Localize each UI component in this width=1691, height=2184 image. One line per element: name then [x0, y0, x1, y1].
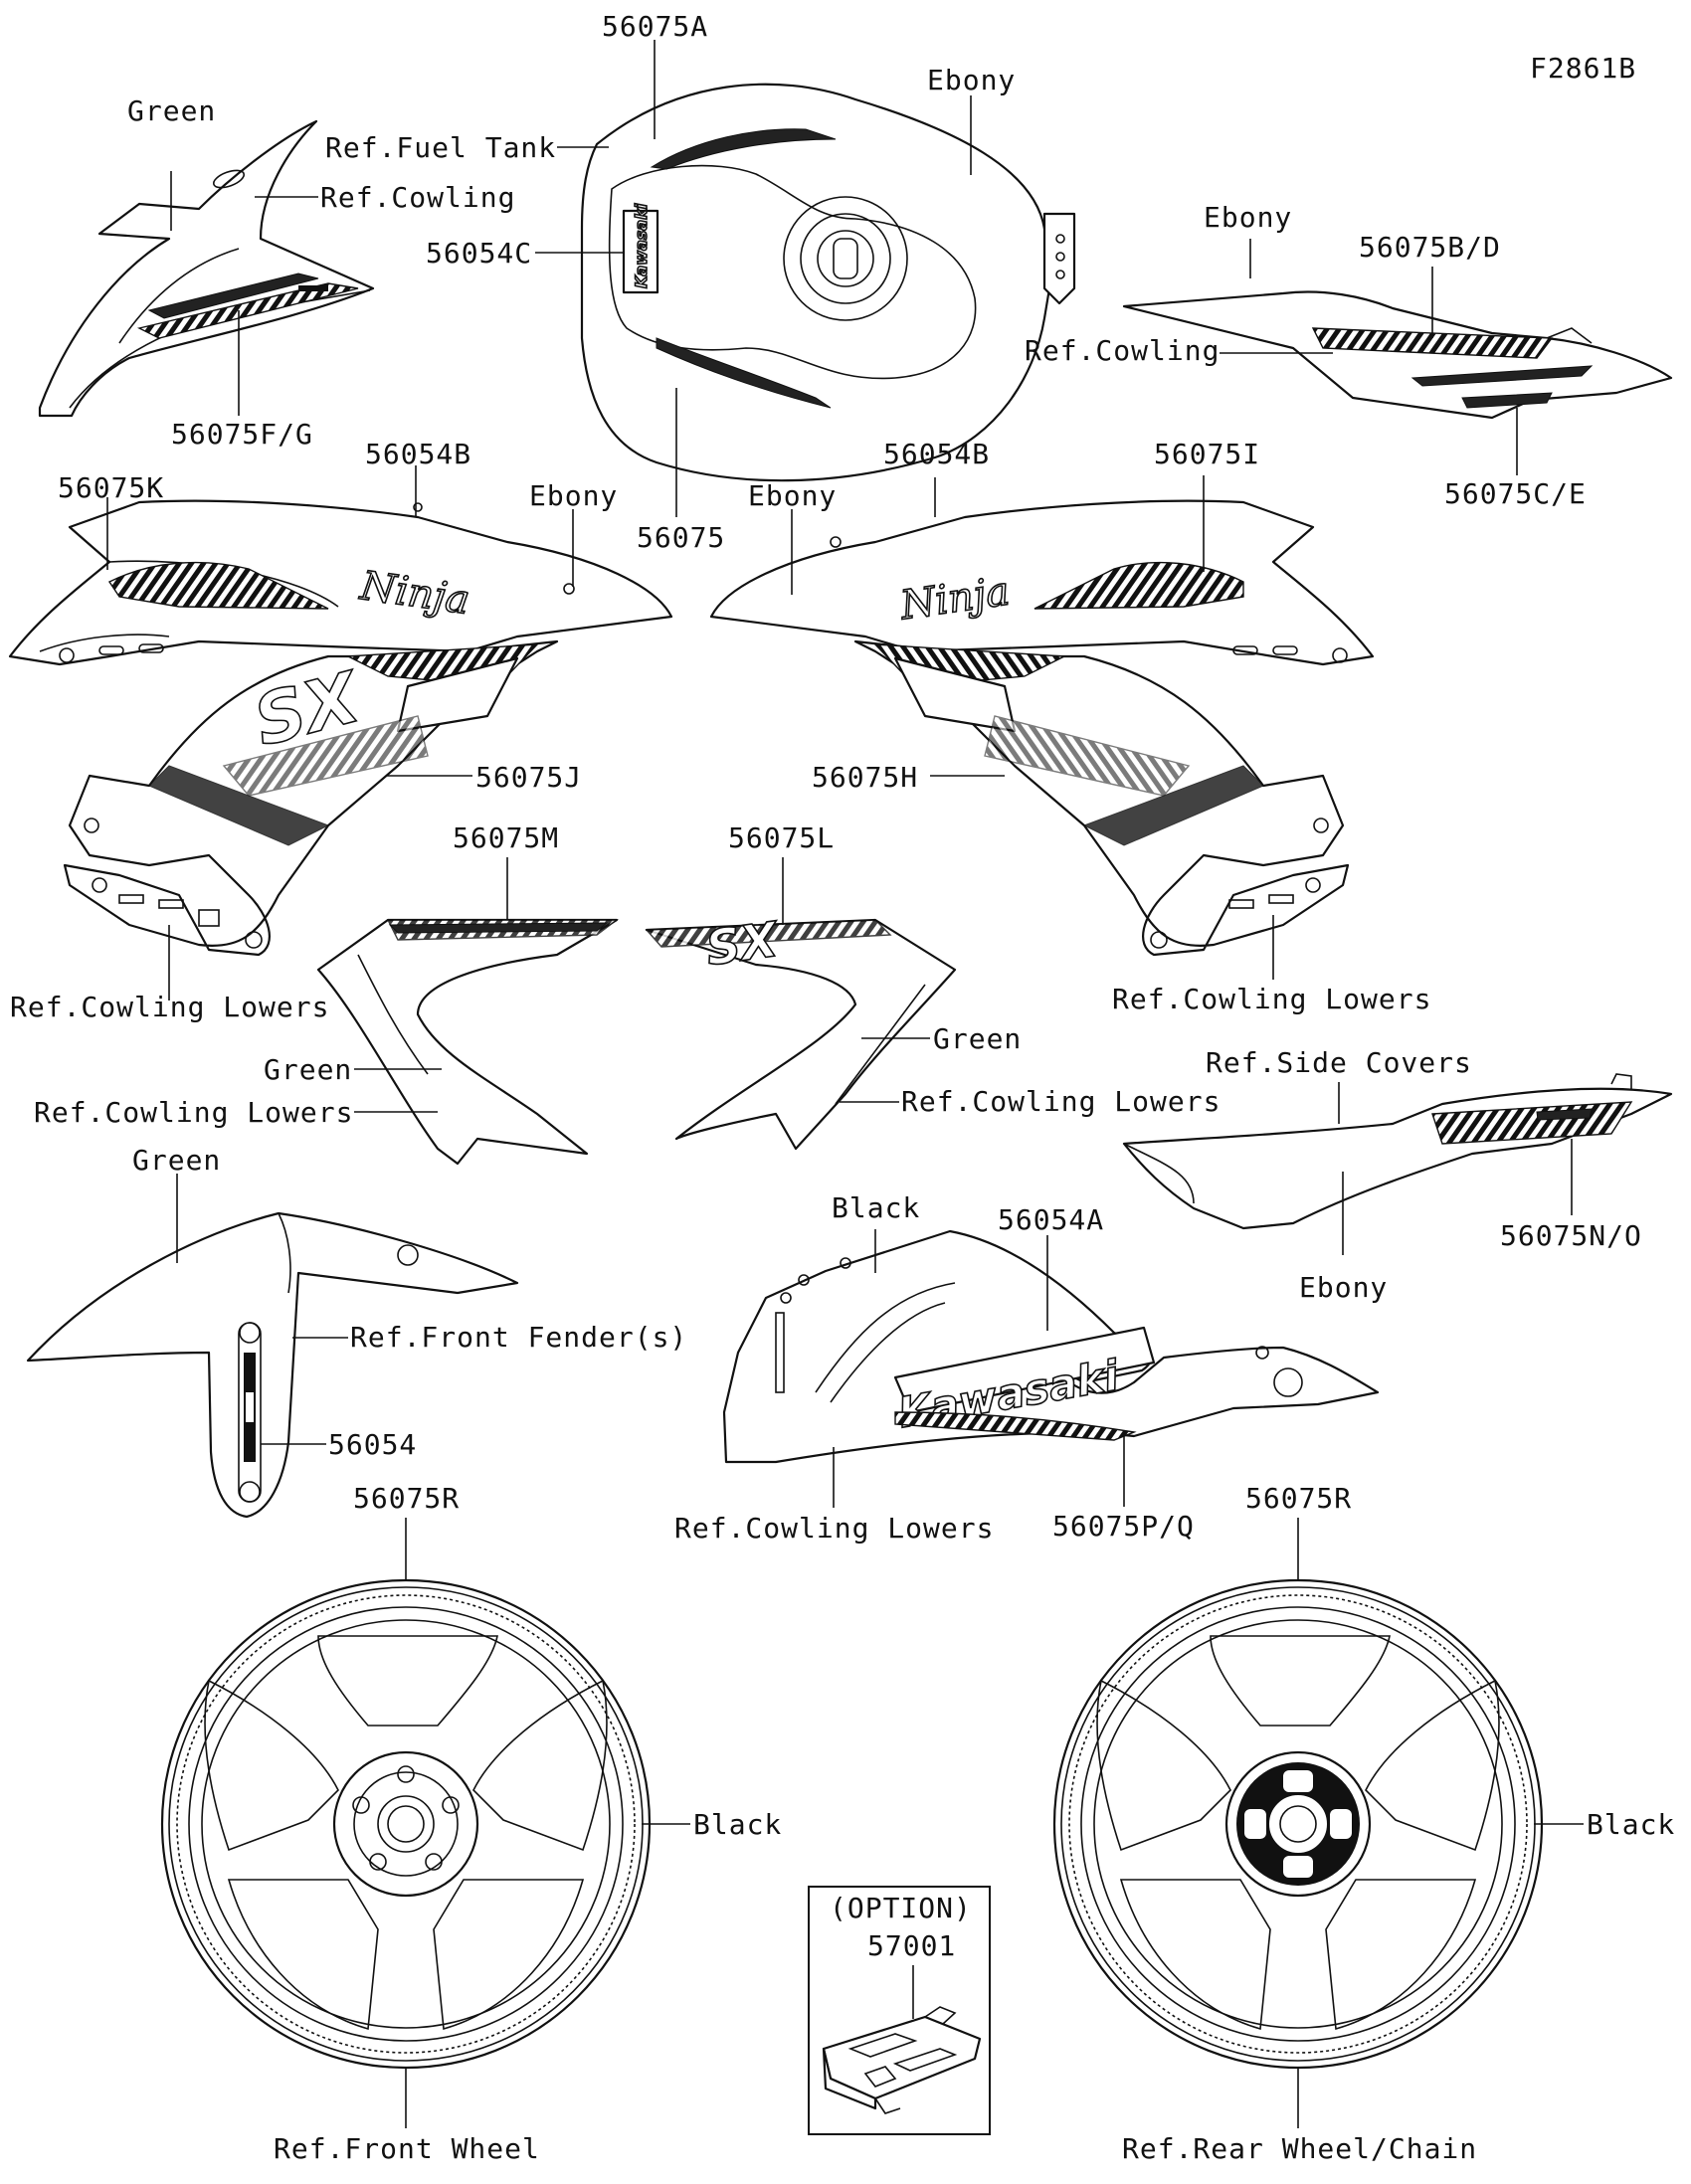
- label-56075NO: 56075N/O: [1500, 1219, 1642, 1252]
- label-56075CE: 56075C/E: [1444, 477, 1587, 510]
- top-cowling-part: [38, 119, 375, 418]
- label-ref-cowling-lowers-left: Ref.Cowling Lowers: [10, 991, 329, 1023]
- label-ebony-tank: Ebony: [927, 64, 1016, 96]
- left-upper-cowling-part: Ninja: [8, 499, 673, 666]
- label-56054C: 56054C: [426, 237, 532, 270]
- right-inner-panel-part: SX: [645, 911, 957, 1151]
- side-cover-part: [1122, 1073, 1673, 1230]
- belly-pan-part: Kawasaki: [722, 1229, 1380, 1464]
- label-56075A: 56075A: [602, 10, 708, 43]
- label-ebony-tail: Ebony: [1204, 201, 1292, 234]
- label-ebony-side-cover: Ebony: [1299, 1271, 1388, 1304]
- label-56075BD: 56075B/D: [1359, 231, 1501, 264]
- label-ebony-right: Ebony: [748, 479, 837, 512]
- label-ref-side-covers: Ref.Side Covers: [1206, 1046, 1472, 1079]
- left-inner-panel-part: [316, 918, 620, 1166]
- label-ref-fuel-tank: Ref.Fuel Tank: [325, 131, 556, 164]
- fuel-tank-part: Kawasaki: [580, 83, 1076, 482]
- label-56075L: 56075L: [728, 821, 835, 854]
- label-56054A: 56054A: [998, 1203, 1104, 1236]
- label-option: (OPTION): [830, 1892, 972, 1924]
- tool-57001-part: [822, 2006, 982, 2114]
- front-fender-part: [26, 1211, 519, 1519]
- label-56075R-rear: 56075R: [1245, 1482, 1352, 1515]
- option-box: (OPTION) 57001: [808, 1886, 991, 2135]
- label-ref-cowling-lowers-right: Ref.Cowling Lowers: [1112, 983, 1431, 1015]
- label-56054B-left: 56054B: [365, 438, 471, 470]
- decal-kawasaki-tank: Kawasaki: [632, 203, 651, 288]
- label-ref-rear-wheel-chain: Ref.Rear Wheel/Chain: [1122, 2132, 1477, 2165]
- label-green-top: Green: [127, 94, 216, 127]
- rear-wheel-part: [1052, 1578, 1544, 2070]
- label-56075H: 56075H: [812, 761, 918, 794]
- label-56075R-front: 56075R: [353, 1482, 460, 1515]
- label-ref-cowling-tail: Ref.Cowling: [1025, 334, 1220, 367]
- label-ref-cowling-lowers-left-inner: Ref.Cowling Lowers: [34, 1096, 353, 1129]
- label-green-right-inner: Green: [933, 1022, 1022, 1055]
- label-black-rear-wheel: Black: [1587, 1808, 1675, 1841]
- label-ref-cowling-top: Ref.Cowling: [320, 181, 515, 214]
- figure-code: F2861B: [1530, 52, 1636, 85]
- label-56075J: 56075J: [475, 761, 582, 794]
- label-56075PQ: 56075P/Q: [1052, 1510, 1195, 1543]
- tail-cowling-part: [1122, 290, 1673, 420]
- right-upper-cowling-part: Ninja: [709, 499, 1375, 666]
- label-ref-cowling-lowers-belly: Ref.Cowling Lowers: [674, 1512, 994, 1545]
- label-56075K: 56075K: [58, 471, 164, 504]
- label-green-left-inner: Green: [264, 1053, 352, 1086]
- decal-ninja-left: Ninja: [357, 563, 472, 624]
- label-ref-cowling-lowers-right-inner: Ref.Cowling Lowers: [901, 1085, 1221, 1118]
- label-ref-front-fenders: Ref.Front Fender(s): [350, 1321, 687, 1354]
- label-ebony-left: Ebony: [529, 479, 618, 512]
- label-56054B-right: 56054B: [883, 438, 990, 470]
- label-56054: 56054: [328, 1428, 417, 1461]
- label-56075I: 56075I: [1154, 438, 1260, 470]
- front-wheel-part: [160, 1578, 652, 2070]
- label-ref-front-wheel: Ref.Front Wheel: [274, 2132, 540, 2165]
- label-56075FG: 56075F/G: [171, 418, 313, 451]
- label-green-fender: Green: [132, 1144, 221, 1177]
- label-black-front-wheel: Black: [693, 1808, 782, 1841]
- left-mid-fairing-part: SX: [63, 639, 559, 957]
- svg-text:SX: SX: [702, 912, 783, 978]
- label-black-belly: Black: [832, 1191, 920, 1224]
- label-57001: 57001: [867, 1929, 956, 1962]
- right-mid-fairing-part: [853, 639, 1350, 957]
- label-56075: 56075: [637, 521, 725, 554]
- label-56075M: 56075M: [453, 821, 559, 854]
